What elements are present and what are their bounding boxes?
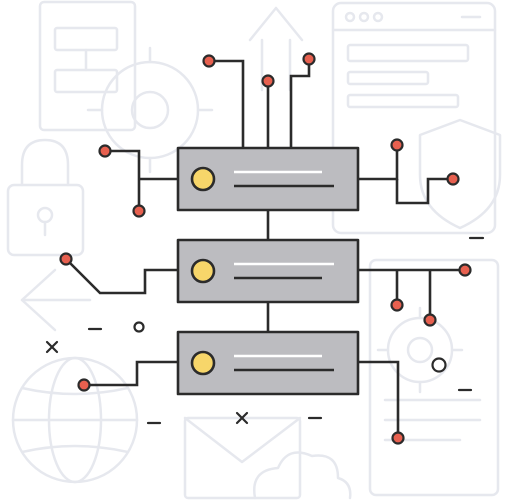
endpoint-node: [98, 144, 112, 158]
endpoint-node: [59, 252, 73, 266]
small-circle: [133, 321, 145, 333]
endpoint-node: [391, 431, 405, 445]
wire: [105, 149, 141, 211]
endpoint-node: [446, 172, 460, 186]
x-mark: [235, 411, 249, 425]
wire: [358, 360, 400, 438]
server-unit-2: [176, 238, 360, 304]
server-unit-1: [176, 146, 360, 212]
endpoint-node: [390, 138, 404, 152]
decor-marks: [45, 236, 485, 425]
endpoint-node: [423, 313, 437, 327]
server-stack: [176, 146, 360, 396]
small-gear-icon: [376, 306, 464, 394]
server-unit-3: [176, 330, 360, 396]
endpoint-node: [302, 52, 316, 66]
wire: [358, 145, 399, 181]
x-mark: [45, 340, 59, 354]
wire: [84, 360, 178, 387]
endpoint-node: [77, 378, 91, 392]
padlock-icon: [6, 138, 85, 257]
browser-window-icon: [331, 1, 497, 235]
endpoint-node: [261, 74, 275, 88]
circuit-wires: [65, 59, 465, 438]
small-circle: [431, 357, 447, 373]
endpoint-node: [390, 298, 404, 312]
gear-icon: [86, 46, 214, 174]
endpoint-node: [132, 204, 146, 218]
shield-icon: [418, 118, 502, 230]
endpoint-nodes: [59, 52, 472, 445]
wire: [65, 258, 178, 295]
cloud-icon: [253, 451, 352, 500]
background-sketches: [6, 0, 502, 500]
document-icon: [368, 258, 500, 497]
server-led: [190, 166, 216, 192]
globe-icon: [11, 356, 139, 484]
server-led: [190, 350, 216, 376]
wire: [209, 59, 245, 148]
endpoint-node: [202, 54, 216, 68]
back-arrow-icon: [20, 268, 92, 332]
upload-arrow-icon: [248, 6, 304, 92]
endpoint-node: [458, 263, 472, 277]
sitemap-icon: [38, 0, 137, 132]
server-led: [190, 258, 216, 284]
wire: [289, 59, 311, 148]
wire: [395, 177, 453, 205]
